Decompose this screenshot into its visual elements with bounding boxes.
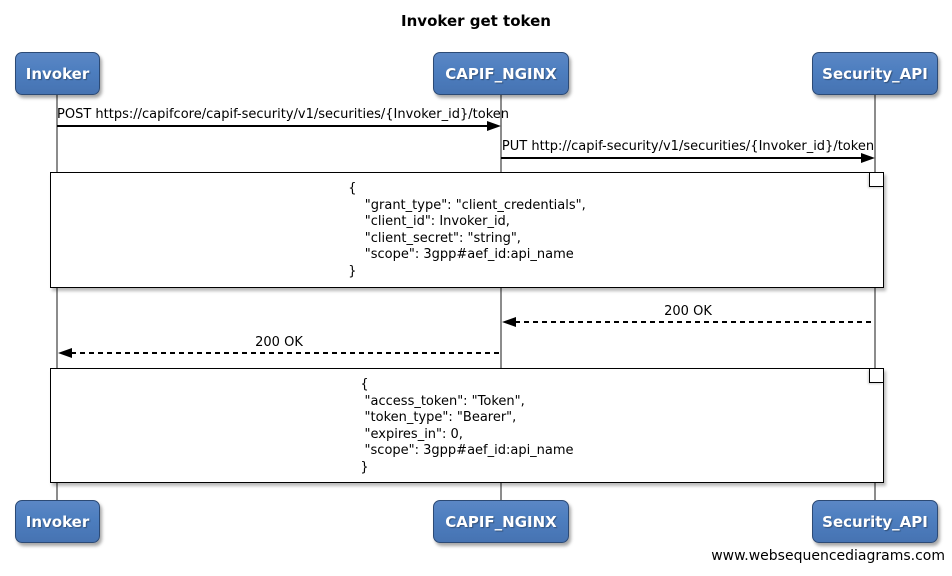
note-token-request-body: { "grant_type": "client_credentials", "c… [50, 172, 884, 288]
note-line: "expires_in": 0, [360, 426, 463, 442]
lifeline-security-api [874, 95, 876, 500]
actor-bottom-invoker: Invoker [15, 500, 100, 543]
note-line: { [348, 181, 357, 196]
note-line: "scope": 3gpp#aef_id:api_name [360, 443, 574, 458]
actor-label: Invoker [25, 512, 90, 531]
note-token-response-body: { "access_token": "Token", "token_type":… [50, 368, 884, 483]
actor-top-capif-nginx: CAPIF_NGINX [433, 52, 569, 95]
note-fold-corner-icon [869, 369, 883, 383]
arrowhead-right-icon [487, 121, 501, 131]
actor-label: CAPIF_NGINX [445, 64, 557, 83]
actor-label: Invoker [25, 64, 90, 83]
diagram-title: Invoker get token [401, 12, 551, 30]
message-line-200ok-1 [515, 321, 875, 323]
websequencediagrams-watermark: www.websequencediagrams.com [711, 548, 945, 564]
note-line: } [360, 459, 369, 475]
note-json-block: { "access_token": "Token", "token_type":… [360, 377, 573, 476]
lifeline-capif-nginx [500, 95, 502, 500]
actor-top-invoker: Invoker [15, 52, 100, 95]
message-label-200ok-2: 200 OK [255, 335, 303, 350]
note-line: "client_id": Invoker_id, [348, 214, 510, 229]
note-json-block: { "grant_type": "client_credentials", "c… [348, 181, 586, 280]
note-fold-corner-icon [869, 173, 883, 187]
actor-bottom-security-api: Security_API [812, 500, 938, 543]
note-line: } [348, 263, 357, 279]
actor-label: Security_API [822, 512, 928, 531]
message-label-200ok-1: 200 OK [664, 304, 712, 319]
note-line: "grant_type": "client_credentials", [348, 197, 586, 213]
actor-label: CAPIF_NGINX [445, 512, 557, 531]
message-line-put-token [501, 157, 863, 159]
arrowhead-left-icon [502, 317, 516, 327]
actor-label: Security_API [822, 64, 928, 83]
arrowhead-right-icon [861, 153, 875, 163]
note-line: "client_secret": "string", [348, 230, 521, 246]
note-line: { [360, 377, 369, 392]
lifeline-invoker [56, 95, 58, 500]
message-line-200ok-2 [71, 352, 501, 354]
note-line: "access_token": "Token", [360, 393, 525, 409]
note-line: "token_type": "Bearer", [360, 410, 517, 425]
message-line-post-token [57, 125, 489, 127]
message-label-post-token: POST https://capifcore/capif-security/v1… [57, 107, 509, 122]
arrowhead-left-icon [58, 348, 72, 358]
note-line: "scope": 3gpp#aef_id:api_name [348, 247, 574, 262]
message-label-put-token: PUT http://capif-security/v1/securities/… [501, 139, 875, 154]
actor-top-security-api: Security_API [812, 52, 938, 95]
actor-bottom-capif-nginx: CAPIF_NGINX [433, 500, 569, 543]
